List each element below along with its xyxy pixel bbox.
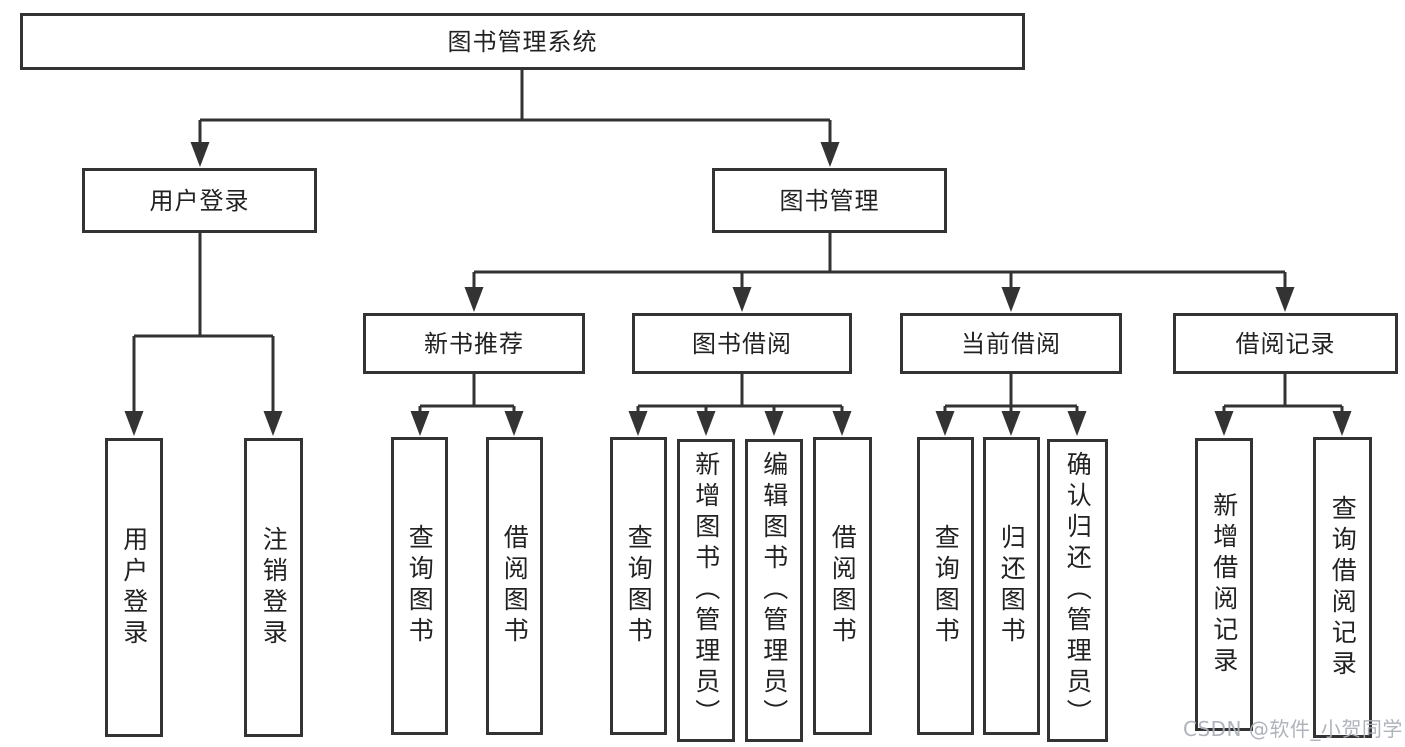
leaf-add-borrow-record: 新增借阅记录 (1195, 438, 1253, 731)
leaf-borrow-books-recommend-label: 借阅图书 (500, 524, 530, 648)
leaf-query-borrow-record: 查询借阅记录 (1313, 437, 1372, 738)
leaf-add-books-admin-label: 新增图书（管理员） (691, 451, 721, 730)
leaf-query-borrow-record-label: 查询借阅记录 (1328, 494, 1358, 681)
leaf-user-login: 用户登录 (105, 438, 163, 737)
leaf-query-books-recommend: 查询图书 (391, 437, 448, 735)
leaf-return-books: 归还图书 (983, 437, 1040, 735)
connector-root-to-level1 (198, 70, 832, 144)
leaf-borrow-books-recommend: 借阅图书 (486, 437, 543, 735)
arrowhead-icon (1001, 287, 1021, 312)
arrowhead-icon (410, 411, 430, 436)
arrowhead-icon (124, 411, 144, 436)
csdn-watermark: CSDN @软件_小贺同学 (1183, 717, 1403, 741)
leaf-confirm-return-admin: 确认归还（管理员） (1047, 439, 1108, 742)
leaf-query-books-current-label: 查询图书 (931, 524, 961, 648)
leaf-logout: 注销登录 (244, 438, 303, 737)
connector-borrowrecords-to-children (1222, 374, 1344, 413)
node-user-login-module: 用户登录 (82, 168, 317, 233)
arrowhead-icon (696, 411, 716, 436)
arrowhead-icon (1214, 411, 1234, 436)
node-new-book-recommend-label: 新书推荐 (424, 329, 524, 358)
node-new-book-recommend: 新书推荐 (363, 313, 585, 374)
leaf-user-login-label: 用户登录 (119, 525, 149, 650)
arrowhead-icon (832, 411, 852, 436)
leaf-query-books-borrowing: 查询图书 (610, 437, 667, 735)
node-book-management: 图书管理 (712, 168, 947, 233)
node-book-borrowing: 图书借阅 (632, 313, 852, 374)
arrowhead-icon (1067, 411, 1087, 436)
node-book-management-label: 图书管理 (779, 186, 880, 215)
node-borrowing-records-label: 借阅记录 (1235, 329, 1336, 358)
connector-bookmgmt-to-level2 (472, 233, 1287, 289)
arrowhead-icon (263, 411, 283, 436)
leaf-query-books-borrowing-label: 查询图书 (624, 524, 654, 648)
arrowhead-icon (1001, 411, 1021, 436)
node-user-login-module-label: 用户登录 (149, 186, 250, 215)
connector-userlogin-to-children (132, 233, 275, 413)
node-current-borrowing-label: 当前借阅 (961, 329, 1061, 358)
arrowhead-icon (935, 411, 955, 436)
arrowhead-icon (820, 142, 840, 167)
leaf-return-books-label: 归还图书 (997, 524, 1027, 648)
arrowhead-icon (504, 411, 524, 436)
arrowhead-icon (464, 287, 484, 312)
arrowhead-icon (190, 142, 210, 167)
leaf-borrow-books-label: 借阅图书 (828, 524, 858, 648)
leaf-add-borrow-record-label: 新增借阅记录 (1209, 491, 1239, 678)
leaf-edit-books-admin-label: 编辑图书（管理员） (759, 451, 789, 730)
arrowhead-icon (764, 411, 784, 436)
arrowhead-icon (1275, 287, 1295, 312)
leaf-logout-label: 注销登录 (259, 525, 289, 650)
node-library-system: 图书管理系统 (20, 13, 1025, 70)
leaf-query-books-recommend-label: 查询图书 (405, 524, 435, 648)
arrowhead-icon (732, 287, 752, 312)
arrowhead-icon (1332, 411, 1352, 436)
leaf-edit-books-admin: 编辑图书（管理员） (745, 439, 803, 742)
leaf-query-books-current: 查询图书 (917, 437, 974, 735)
node-current-borrowing: 当前借阅 (900, 313, 1122, 374)
leaf-borrow-books: 借阅图书 (813, 437, 872, 735)
connector-bookborrow-to-children (636, 374, 844, 413)
leaf-add-books-admin: 新增图书（管理员） (677, 439, 735, 742)
arrowhead-icon (628, 411, 648, 436)
connector-newbookrec-to-children (418, 374, 516, 413)
node-borrowing-records: 借阅记录 (1173, 313, 1398, 374)
node-book-borrowing-label: 图书借阅 (692, 329, 792, 358)
arrowheads (124, 142, 1352, 436)
leaf-confirm-return-admin-label: 确认归还（管理员） (1063, 451, 1093, 730)
connector-currentborrow-to-children (943, 374, 1079, 413)
node-library-system-label: 图书管理系统 (447, 27, 598, 56)
